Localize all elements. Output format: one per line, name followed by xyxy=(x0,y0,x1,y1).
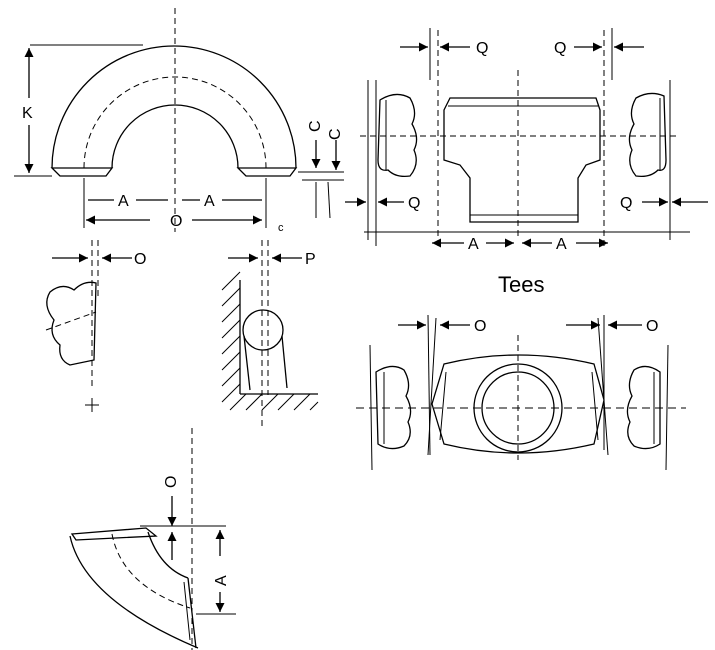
dimension-label-a-tee-left: A xyxy=(468,236,479,253)
dimension-label-a-right: A xyxy=(204,193,215,210)
dimension-label-o-alignment: O xyxy=(134,251,146,268)
dimension-label-a-left: A xyxy=(118,193,129,210)
tee-top-drawing: O O xyxy=(356,314,686,471)
dimension-label-a-tee-right: A xyxy=(556,236,567,253)
dimension-label-k: K xyxy=(22,105,33,122)
tee-front-drawing: Q Q Q Q A A xyxy=(345,28,708,253)
dimension-label-o-overall: O xyxy=(170,213,182,230)
end-angle-detail: P xyxy=(221,240,319,430)
end-alignment-detail: O xyxy=(45,240,146,412)
dimension-label-a-elbow: A xyxy=(213,575,230,586)
dimension-label-o-top-left: O xyxy=(474,318,486,335)
dimension-label-q-side-right: Q xyxy=(620,195,632,212)
dimension-label-o-top-right: O xyxy=(646,318,658,335)
dimension-label-q-top-right: Q xyxy=(554,40,566,57)
dimension-label-o-elbow: O xyxy=(163,476,180,488)
dimension-label-q-side-left: Q xyxy=(408,195,420,212)
section-title-tees: Tees xyxy=(498,272,544,297)
dimension-label-q-top-left: Q xyxy=(476,40,488,57)
dimension-label-c-top: C xyxy=(307,120,324,132)
dimension-label-p: P xyxy=(305,251,316,268)
return-bend-drawing: K A A O c C C xyxy=(14,8,344,234)
elbow-drawing: O A xyxy=(69,428,236,650)
dimension-label-c-small: c xyxy=(278,222,284,234)
dimension-label-c-bottom: C xyxy=(327,128,344,140)
